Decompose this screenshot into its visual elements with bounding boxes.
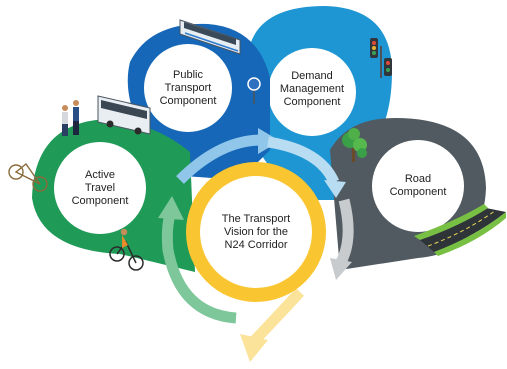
active-travel-circle — [54, 142, 146, 234]
vision-circle — [200, 176, 312, 288]
cycle-arrow-pale-blue — [267, 136, 340, 185]
road-circle — [372, 140, 464, 232]
public-transport-line-2: Transport — [164, 82, 212, 94]
cycle-arrow-green — [161, 212, 237, 324]
road-line-1: Road — [404, 173, 432, 185]
cycle-arrow-yellow-head — [240, 334, 268, 362]
cycle-arrow-pale-blue-head — [324, 180, 346, 198]
demand-management-circle — [268, 48, 356, 136]
bus-icon — [97, 95, 151, 135]
vision-label: The Transport Vision for the N24 Corrido… — [208, 213, 304, 252]
public-transport-circle — [144, 44, 232, 132]
road-line-2: Component — [389, 186, 447, 198]
tram-icon — [179, 19, 241, 55]
road-label: Road Component — [378, 173, 458, 199]
active-travel-line-3: Component — [71, 195, 129, 207]
vision-line-3: N24 Corridor — [224, 239, 288, 251]
active-travel-line-2: Travel — [84, 182, 116, 194]
cycle-arrow-light-blue — [176, 134, 263, 184]
public-transport-label: Public Transport Component — [148, 69, 228, 108]
pedestrians-icon — [62, 100, 79, 136]
active-travel-line-1: Active — [85, 169, 115, 181]
traffic-light-icon — [370, 38, 392, 78]
demand-management-label: Demand Management Component — [266, 70, 358, 109]
road-icon — [414, 204, 506, 256]
bus-stop-sign-icon — [247, 77, 261, 104]
demand-management-line-1: Demand — [291, 70, 333, 82]
cyclist-icon — [109, 228, 144, 271]
demand-management-line-2: Management — [279, 83, 345, 95]
cycle-arrow-green-head — [158, 196, 184, 220]
public-transport-line-1: Public — [173, 69, 203, 81]
tree-icon — [342, 128, 367, 162]
bicycle-icon — [8, 162, 48, 192]
active-travel-label: Active Travel Component — [60, 169, 140, 208]
cycle-arrow-grey — [335, 198, 354, 267]
public-transport-line-3: Component — [159, 95, 217, 107]
demand-management-line-3: Component — [283, 96, 341, 108]
cycle-arrow-yellow — [251, 288, 305, 344]
cycle-arrow-grey-head — [330, 258, 352, 280]
vision-line-1: The Transport — [221, 213, 291, 225]
vision-line-2: Vision for the — [223, 226, 288, 238]
